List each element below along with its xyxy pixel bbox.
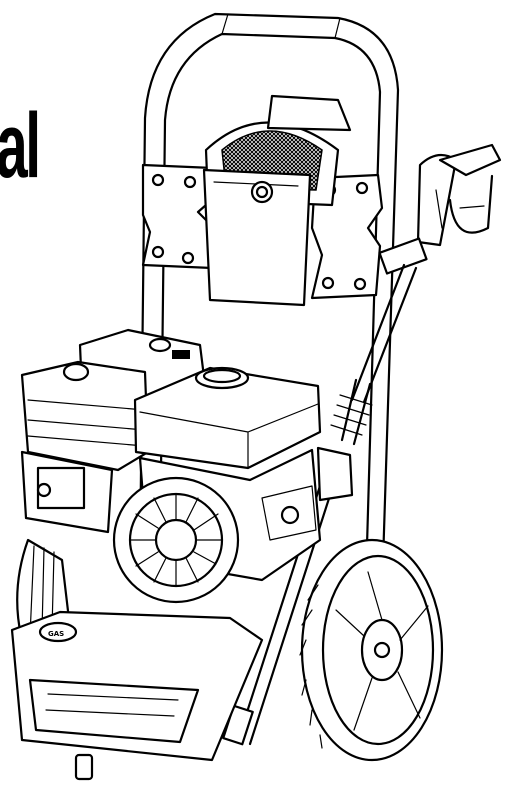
right-wheel [299, 538, 444, 762]
spray-gun [222, 143, 502, 746]
frame-handle [138, 12, 400, 722]
engine [20, 328, 354, 604]
frame-base: GAS [10, 610, 264, 781]
heading-fragment: al [0, 95, 41, 197]
fuel-cap-label: GAS [48, 630, 64, 638]
hose-reel [202, 94, 352, 307]
